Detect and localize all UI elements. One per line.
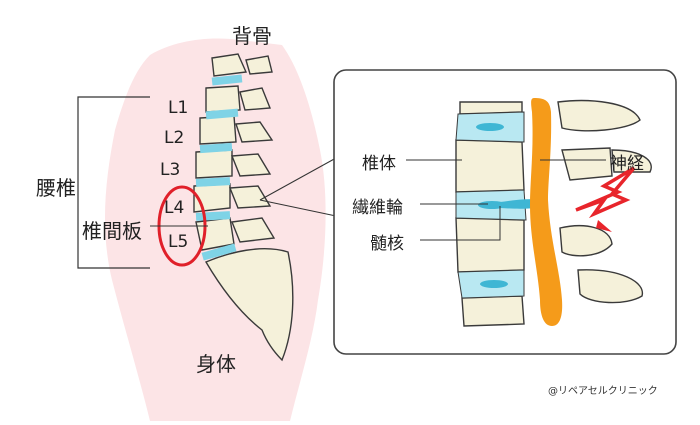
zoom-line-top <box>259 157 337 201</box>
label-segment-l3: L3 <box>160 160 181 180</box>
label-lumbar: 腰椎 <box>36 176 76 200</box>
label-segment-l5: L5 <box>168 232 189 252</box>
label-segment-l2: L2 <box>164 128 185 148</box>
label-body-side: 身体 <box>196 352 236 376</box>
credit-text: @リペアセルクリニック <box>548 386 658 397</box>
spine-illustration <box>193 53 294 362</box>
label-nerve: 神経 <box>610 154 644 174</box>
label-annulus-fibrosus: 繊維輪 <box>352 198 403 218</box>
label-segment-l4: L4 <box>164 198 185 218</box>
nerve-strand <box>530 98 563 326</box>
label-segment-l1: L1 <box>168 98 189 118</box>
lumbar-bracket <box>77 96 150 269</box>
zoom-line-bottom <box>259 199 337 217</box>
label-nucleus-pulposus: 髄核 <box>370 234 404 254</box>
pain-lightning-icon <box>575 166 636 219</box>
label-back: 背骨 <box>232 24 272 48</box>
label-intervertebral-disc: 椎間板 <box>82 219 142 243</box>
zoom-detail-illustration <box>455 98 652 327</box>
detail-leader-lines <box>406 159 606 241</box>
label-vertebral-body: 椎体 <box>362 154 396 174</box>
